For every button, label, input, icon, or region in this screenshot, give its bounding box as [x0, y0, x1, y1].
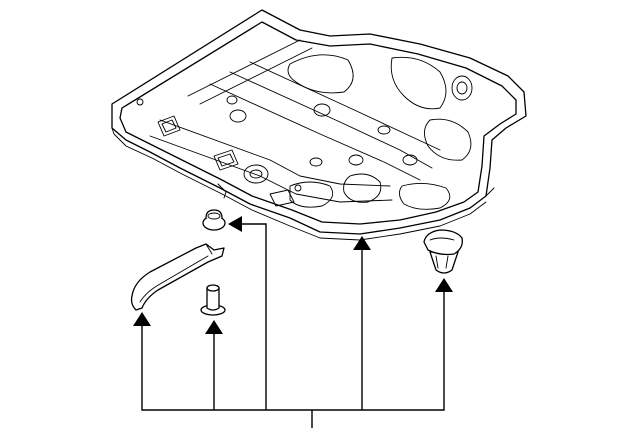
bolt-part[interactable]	[200, 284, 226, 316]
leader-lines	[141, 223, 445, 428]
arrow-grommet	[435, 278, 453, 292]
arrow-clip	[228, 216, 242, 232]
strap-part[interactable]	[130, 243, 225, 311]
arrow-strap	[133, 312, 151, 326]
arrow-bolt	[205, 320, 223, 334]
under-cover-part[interactable]	[111, 9, 527, 241]
arrow-cover	[353, 236, 371, 250]
push-clip-part[interactable]	[202, 209, 226, 231]
arrowheads	[133, 216, 453, 334]
grommet-part[interactable]	[423, 229, 463, 274]
